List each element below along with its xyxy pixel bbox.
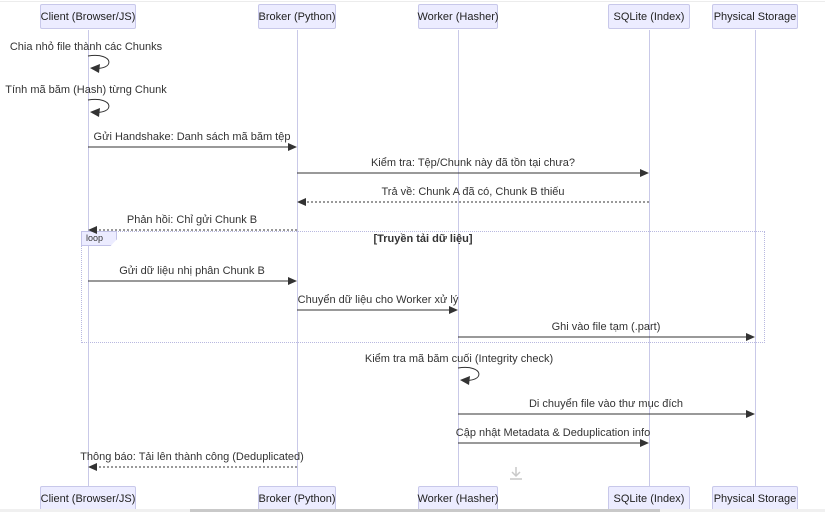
lifeline-storage — [755, 30, 756, 486]
message-label: Chia nhỏ file thành các Chunks — [9, 41, 163, 53]
participant-storage-bottom: Physical Storage — [712, 486, 798, 511]
lifeline-client — [88, 30, 89, 486]
participant-sqlite-bottom: SQLite (Index) — [608, 486, 690, 511]
participant-worker-top: Worker (Hasher) — [417, 4, 499, 29]
lifeline-sqlite — [649, 30, 650, 486]
message-label: Tính mã băm (Hash) từng Chunk — [5, 84, 167, 96]
message-label: Di chuyển file vào thư mục đích — [528, 398, 684, 410]
message-label: Phản hồi: Chỉ gửi Chunk B — [126, 214, 258, 226]
arrow-check-exists — [297, 169, 649, 177]
message-label: Thông báo: Tải lên thành công (Deduplica… — [80, 451, 304, 463]
message-label: Kiểm tra: Tệp/Chunk này đã tồn tại chưa? — [370, 157, 576, 169]
message-label: Kiểm tra mã băm cuối (Integrity check) — [364, 353, 554, 365]
message-label: Ghi vào file tạm (.part) — [551, 321, 661, 333]
loop-fragment-box — [81, 231, 765, 343]
lifeline-broker — [297, 30, 298, 486]
message-label: Gửi Handshake: Danh sách mã băm tệp — [93, 131, 291, 143]
self-arrow-chunk-split — [87, 54, 110, 73]
self-arrow-integrity-check — [457, 366, 480, 385]
arrow-handshake — [88, 143, 297, 151]
lifeline-worker — [458, 30, 459, 486]
message-label: Trả về: Chunk A đã có, Chunk B thiếu — [381, 186, 565, 198]
arrow-return-chunk-status — [297, 198, 649, 206]
message-label: Chuyển dữ liệu cho Worker xử lý — [297, 294, 459, 306]
message-label: Cập nhật Metadata & Deduplication info — [455, 427, 651, 439]
arrow-update-metadata — [458, 439, 649, 447]
self-arrow-hash-chunks — [87, 98, 110, 117]
download-icon[interactable] — [510, 467, 522, 480]
participant-broker-bottom: Broker (Python) — [258, 486, 336, 511]
participant-client-bottom: Client (Browser/JS) — [40, 486, 136, 511]
participant-broker-top: Broker (Python) — [258, 4, 336, 29]
message-label: Gửi dữ liệu nhị phân Chunk B — [119, 265, 265, 277]
participant-sqlite-top: SQLite (Index) — [608, 4, 690, 29]
loop-keyword: loop — [81, 231, 117, 246]
arrow-move-file — [458, 410, 755, 418]
participant-client-top: Client (Browser/JS) — [40, 4, 136, 29]
top-divider — [0, 1, 825, 2]
participant-storage-top: Physical Storage — [712, 4, 798, 29]
participant-worker-bottom: Worker (Hasher) — [417, 486, 499, 511]
loop-title: [Truyền tải dữ liệu] — [373, 233, 473, 245]
horizontal-scrollbar[interactable] — [0, 509, 825, 512]
scrollbar-thumb[interactable] — [190, 509, 660, 512]
arrow-notify-success — [88, 463, 297, 471]
